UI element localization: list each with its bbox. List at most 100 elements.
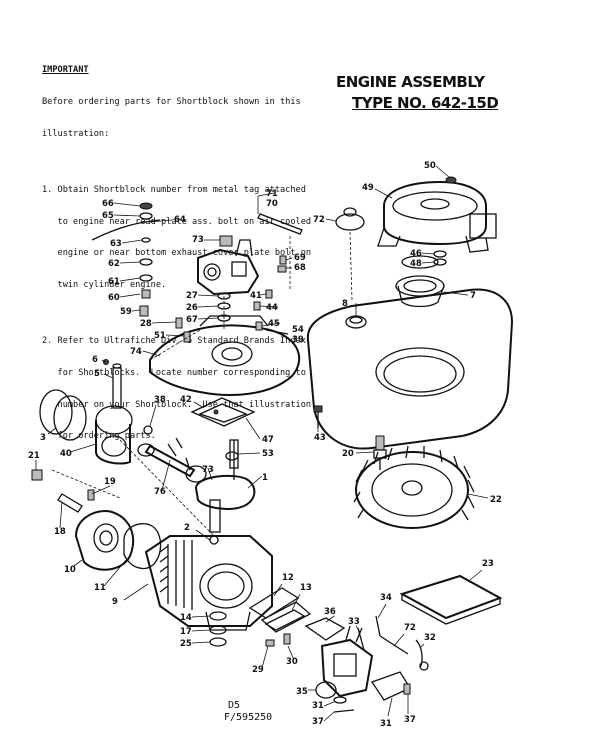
callout-62: 72 — [313, 215, 325, 225]
callout-47: 43 — [314, 433, 326, 443]
note-line: Before ordering parts for Shortblock sho… — [42, 96, 301, 107]
callout-70: 70 — [266, 199, 278, 209]
callout-73: 73 — [192, 235, 204, 245]
callout-35: 37 — [312, 717, 324, 727]
piston — [95, 405, 133, 465]
callout-62b: 61 — [108, 277, 120, 287]
callout-10: 9 — [112, 597, 118, 607]
spark-plug-53 — [373, 435, 387, 470]
callout-69: 69 — [294, 253, 306, 263]
callout-27: 26 — [186, 303, 198, 313]
callout-29: 36 — [324, 607, 336, 617]
callout-53: 20 — [342, 449, 354, 459]
callout-20: 19 — [104, 477, 116, 487]
callout-41: 44 — [266, 303, 278, 313]
callout-23: 13 — [300, 583, 312, 593]
callout-36: 34 — [380, 593, 392, 603]
callout-67: 41 — [250, 291, 262, 301]
callout-25: 30 — [286, 657, 298, 667]
owners-manual — [399, 574, 503, 625]
footer-ref: F/595250 — [224, 712, 273, 723]
flywheel — [353, 445, 475, 529]
gasket-plate — [190, 397, 256, 427]
callout-33: 72 — [404, 623, 416, 633]
callout-labels: 66 65 64 63 73 71 70 72 69 68 62 61 60 5… — [28, 161, 502, 729]
callout-76: 23 — [482, 559, 494, 569]
crankshaft — [194, 439, 256, 533]
callout-63: 63 — [110, 239, 122, 249]
cylinder-block — [144, 535, 273, 631]
starter-cup — [395, 255, 445, 308]
callout-65: 65 — [102, 211, 114, 221]
callout-13: 17 — [180, 627, 192, 637]
callout-54: 39 — [292, 335, 304, 345]
callout-64: 64 — [174, 215, 186, 225]
callout-46: 8 — [342, 299, 348, 309]
callout-21: 18 — [54, 527, 66, 537]
callout-74: 49 — [362, 183, 374, 193]
nut-51 — [445, 176, 457, 184]
callout-43: 21 — [28, 451, 40, 461]
callout-60: 59 — [120, 307, 132, 317]
callout-45: 54 — [292, 325, 304, 335]
callout-61: 60 — [108, 293, 120, 303]
callout-32: 31 — [312, 701, 324, 711]
callout-8: 6 — [92, 355, 98, 365]
callout-2: 73 — [202, 465, 214, 475]
callout-71: 71 — [266, 189, 278, 199]
callout-42: 53 — [262, 449, 274, 459]
note-line: number on your Shortblock. Use that illu… — [42, 399, 312, 410]
callout-9: 1 — [262, 473, 268, 483]
note-line: illustration: — [42, 128, 110, 139]
callout-59: 28 — [140, 319, 152, 329]
callout-3: 38 — [154, 395, 166, 405]
reed-plate — [248, 587, 312, 633]
callout-68: 68 — [294, 263, 306, 273]
rotating-screen — [335, 207, 365, 301]
callout-40: 42 — [180, 395, 192, 405]
back-plate — [149, 315, 301, 396]
bolt-47 — [313, 405, 323, 428]
callout-30: 33 — [348, 617, 360, 627]
note-line: engine or near bottom exhaust cover plat… — [42, 248, 312, 259]
callout-22: 12 — [282, 573, 294, 583]
callout-14: 25 — [180, 639, 192, 649]
note-line: twin cylinder engine. — [42, 280, 167, 291]
crankcase-cover — [74, 510, 135, 571]
piston-rings — [39, 389, 87, 441]
note-line: for ordering parts. — [42, 431, 156, 442]
callout-39: 74 — [130, 347, 142, 357]
important-heading: IMPORTANT — [42, 65, 89, 76]
title-type-number: TYPE NO. 642-15D — [352, 94, 499, 112]
callout-18: 11 — [94, 583, 106, 593]
note-line: 1. Obtain Shortblock number from metal t… — [42, 184, 306, 195]
callout-66: 66 — [102, 199, 114, 209]
callout-49: 48 — [410, 259, 422, 269]
blower-housing — [306, 288, 514, 450]
callout-31: 31 — [380, 719, 392, 729]
callout-38: 47 — [262, 435, 274, 445]
callout-72b: 35 — [296, 687, 308, 697]
callout-19: 10 — [64, 565, 76, 575]
callout-63b: 62 — [108, 259, 120, 269]
callout-1: 76 — [154, 487, 166, 497]
callout-34: 32 — [424, 633, 436, 643]
title-engine-assembly: ENGINE ASSEMBLY — [336, 73, 485, 91]
callout-41b: 51 — [154, 331, 166, 341]
callout-17: 29 — [252, 665, 264, 675]
callout-37: 37 — [404, 715, 416, 725]
connecting-rod — [137, 437, 207, 483]
footer-code: D5 — [228, 700, 241, 711]
rewind-starter — [377, 180, 497, 253]
note-line: for Shortblocks. Locate number correspon… — [42, 367, 306, 378]
important-note: IMPORTANT Before ordering parts for Shor… — [42, 44, 311, 463]
callout-7: 5 — [94, 369, 100, 379]
lower-carburetor — [304, 617, 374, 699]
callout-26: 67 — [186, 315, 198, 325]
callout-12: 14 — [180, 613, 192, 623]
callout-28: 27 — [186, 291, 198, 301]
leader-lines — [35, 165, 489, 722]
callout-5: 40 — [60, 449, 72, 459]
